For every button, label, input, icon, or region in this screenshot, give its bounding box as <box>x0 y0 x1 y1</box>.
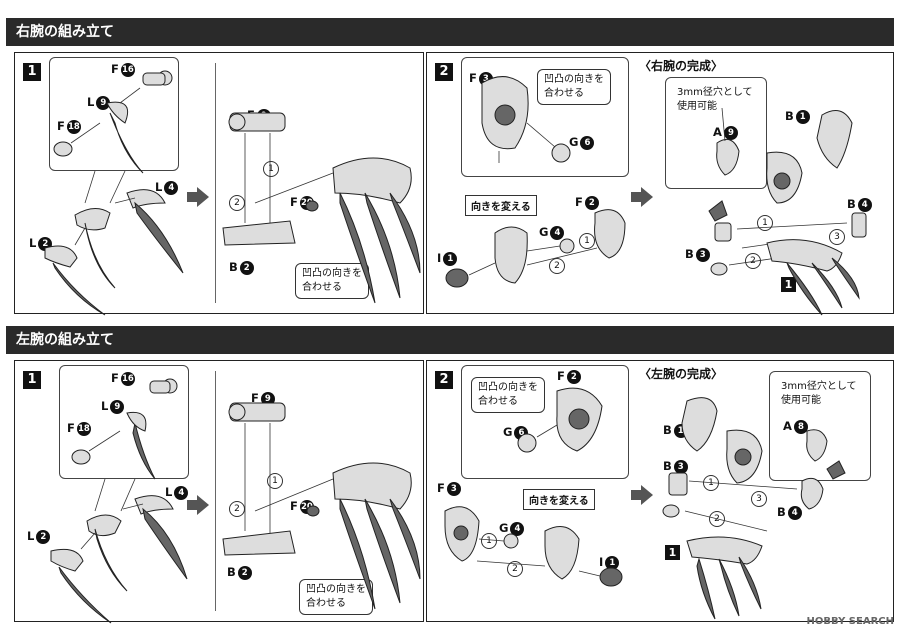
step-mark-2: 2 <box>549 258 565 274</box>
section-title: 右腕の組み立て <box>6 18 894 46</box>
flow-arrow <box>641 187 653 207</box>
complete-title: 〈右腕の完成〉 <box>639 59 724 73</box>
claw-parts-drawing <box>50 378 188 624</box>
step-mark-1: 1 <box>579 233 595 249</box>
callout-turn: 向きを変える <box>523 489 595 510</box>
step-mark-1: 1 <box>263 161 279 177</box>
callout-align: 凹凸の向きを 合わせる <box>299 579 373 615</box>
step-mark-2: 2 <box>745 253 761 269</box>
hand-assembly-drawing <box>445 76 626 288</box>
result-step-badge: 1 <box>781 277 796 292</box>
arm-assembly-drawing <box>222 112 421 304</box>
complete-arm-drawing <box>662 397 846 620</box>
complete-title: 〈左腕の完成〉 <box>639 367 724 381</box>
callout-align: 凹凸の向きを 合わせる <box>471 377 545 413</box>
panel-divider <box>215 63 216 303</box>
section-title: 左腕の組み立て <box>6 326 894 354</box>
flow-arrow-stem <box>187 500 197 510</box>
hand-assembly-drawing <box>444 387 623 587</box>
step-badge: 2 <box>435 371 453 389</box>
step-mark-2: 2 <box>229 501 245 517</box>
watermark: HOBBY SEARCH <box>806 616 894 627</box>
flow-arrow <box>197 495 209 515</box>
callout-hole: 3mm径穴として 使用可能 <box>775 377 863 411</box>
step-badge: 1 <box>23 371 41 389</box>
callout-align: 凹凸の向きを 合わせる <box>537 69 611 105</box>
flow-arrow-stem <box>187 192 197 202</box>
step-badge: 1 <box>23 63 41 81</box>
panel-divider <box>215 371 216 611</box>
step-mark-2: 2 <box>229 195 245 211</box>
claw-parts-drawing <box>44 70 184 316</box>
flow-arrow <box>641 485 653 505</box>
callout-turn: 向きを変える <box>465 195 537 216</box>
step-mark-2: 2 <box>507 561 523 577</box>
step-badge: 2 <box>435 63 453 81</box>
arm-assembly-drawing <box>222 402 421 610</box>
flow-arrow-stem <box>631 490 641 500</box>
step-mark-1: 1 <box>481 533 497 549</box>
step-mark-3: 3 <box>829 229 845 245</box>
result-step-badge: 1 <box>665 545 680 560</box>
callout-hole: 3mm径穴として 使用可能 <box>671 83 759 117</box>
flow-arrow <box>197 187 209 207</box>
callout-align: 凹凸の向きを 合わせる <box>295 263 369 299</box>
flow-arrow-stem <box>631 192 641 202</box>
step-mark-1: 1 <box>267 473 283 489</box>
step-mark-3: 3 <box>751 491 767 507</box>
complete-arm-drawing <box>708 107 867 316</box>
